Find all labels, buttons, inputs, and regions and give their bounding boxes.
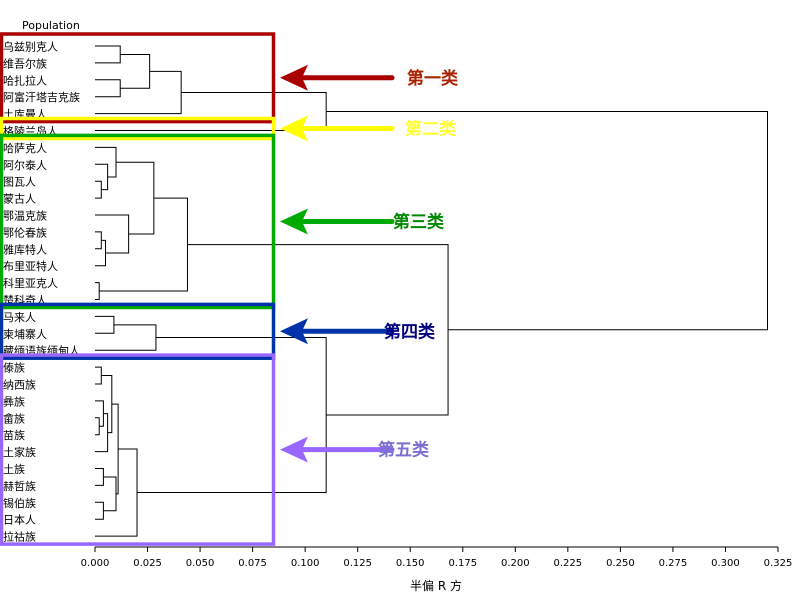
cluster-label: 第一类 [407,68,459,89]
leaf-label: 阿尔泰人 [3,158,47,172]
x-tick-label: 0.125 [343,558,372,569]
dendrogram-link [95,180,102,199]
cluster-box [0,353,276,546]
leaf-label: 锡伯族 [3,496,36,510]
dendrogram-link [95,239,107,267]
dendrogram-link [95,468,104,486]
leaf-labels: 乌兹别克人维吾尔族哈扎拉人阿富汗塔吉克族土库曼人格陵兰岛人哈萨克人阿尔泰人图瓦人… [3,40,80,544]
dendrogram-link [95,91,327,131]
arrow-head [280,318,308,345]
dendrogram-link [95,282,100,300]
dendrogram-link [95,146,117,178]
x-tick-label: 0.200 [501,558,530,569]
leaf-label: 土族 [3,462,25,476]
dendrogram-link [120,53,151,89]
dendrogram-link [95,366,102,385]
cluster-label: 第五类 [378,440,430,461]
leaf-label: 布里亚特人 [3,259,58,273]
dendrogram-link [137,337,327,494]
dendrogram-link [95,79,121,98]
x-tick-label: 0.025 [133,558,162,569]
cluster-box [0,116,276,141]
dendrogram-link [95,45,121,64]
x-tick-label: 0.300 [711,558,740,569]
dendrogram-link [95,413,109,453]
x-tick-label: 0.075 [238,558,267,569]
x-tick-label: 0.150 [396,558,425,569]
dendrogram-link [116,161,155,235]
leaf-label: 鄂伦春族 [3,225,47,239]
dendrogram-link [103,476,117,512]
leaf-label: 鄂温克族 [3,209,47,223]
x-axis: 0.000 0.025 0.050 0.075 0.100 0.125 0.150 0.175… [81,546,793,569]
leaf-label: 科里亚克人 [3,276,58,290]
leaf-label: 雅库特人 [3,242,47,256]
x-tick-label: 0.225 [554,558,583,569]
cluster-label: 第三类 [393,211,445,232]
leaf-label: 畲族 [3,411,25,425]
leaf-label: 哈扎拉人 [3,73,47,87]
x-axis-label: 半偏 R 方 [410,578,462,593]
dendrogram-link [95,231,102,250]
dendrogram-link [99,197,188,292]
x-tick-label: 0.175 [448,558,477,569]
leaf-label: 赫哲族 [3,479,36,493]
leaf-label: 维吾尔族 [3,56,47,70]
dendrogram-link [95,324,157,351]
leaf-label: 马来人 [3,311,36,324]
arrow-head [280,436,308,463]
x-tick-label: 0.000 [81,558,110,569]
dendrogram-link [326,110,768,331]
dendrogram-link [95,70,182,115]
dendrogram-link [95,400,104,427]
leaf-label: 柬埔寨人 [3,327,47,341]
population-label: Population [22,19,80,32]
x-tick-label: 0.275 [659,558,688,569]
leaf-label: 哈萨克人 [3,142,47,155]
arrow-head [280,64,308,91]
dendrogram-link [95,315,115,334]
leaf-label: 彝族 [3,394,25,408]
cluster-box [0,302,276,360]
x-tick-label: 0.050 [186,558,215,569]
dendrogram-link [95,501,104,520]
dendrogram-lines [95,45,768,537]
x-tick-label: 0.325 [764,558,793,569]
leaf-label: 傣族 [3,361,25,375]
cluster-label: 第四类 [384,321,436,342]
leaf-label: 土家族 [3,445,36,459]
leaf-label: 阿富汗塔吉克族 [3,90,80,104]
dendrogram-link [111,403,119,495]
arrow-head [280,208,308,235]
leaf-label: 乌兹别克人 [3,40,58,54]
x-tick-label: 0.250 [606,558,635,569]
leaf-label: 纳西族 [3,378,36,392]
dendrogram-link [95,417,100,436]
x-tick-label: 0.100 [291,558,320,569]
leaf-label: 日本人 [3,513,36,527]
dendrogram-link [95,214,130,254]
leaf-label: 拉祜族 [3,530,36,544]
cluster-box [0,32,276,124]
leaf-label: 苗族 [3,428,25,442]
dendrogram-link [187,244,449,416]
leaf-label: 蒙古人 [3,193,36,206]
cluster-label: 第二类 [405,119,457,140]
dendrogram-link [95,163,109,191]
arrow-head [280,115,308,142]
cluster-box [0,133,276,310]
leaf-label: 图瓦人 [3,176,36,189]
dendrogram-link [101,375,113,434]
